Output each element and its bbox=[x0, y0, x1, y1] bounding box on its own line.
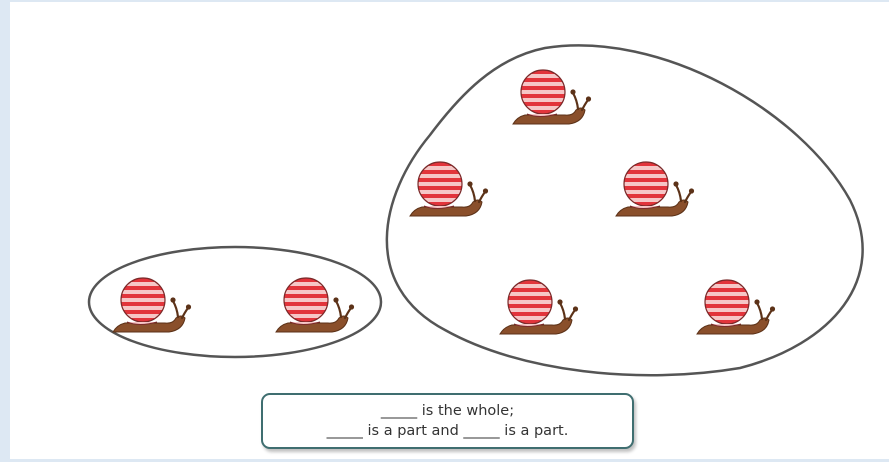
snail-icon bbox=[616, 160, 694, 216]
part-whole-caption-box: _____ is the whole; _____ is a part and … bbox=[261, 393, 634, 449]
snail-icon bbox=[513, 68, 591, 124]
snail-icon bbox=[697, 278, 775, 334]
snail-icon bbox=[500, 278, 578, 334]
snail-icon bbox=[410, 160, 488, 216]
caption-line-whole: _____ is the whole; bbox=[381, 401, 514, 421]
snail-icon bbox=[113, 276, 191, 332]
caption-line-parts: _____ is a part and _____ is a part. bbox=[327, 421, 569, 441]
snail-icon bbox=[276, 276, 354, 332]
